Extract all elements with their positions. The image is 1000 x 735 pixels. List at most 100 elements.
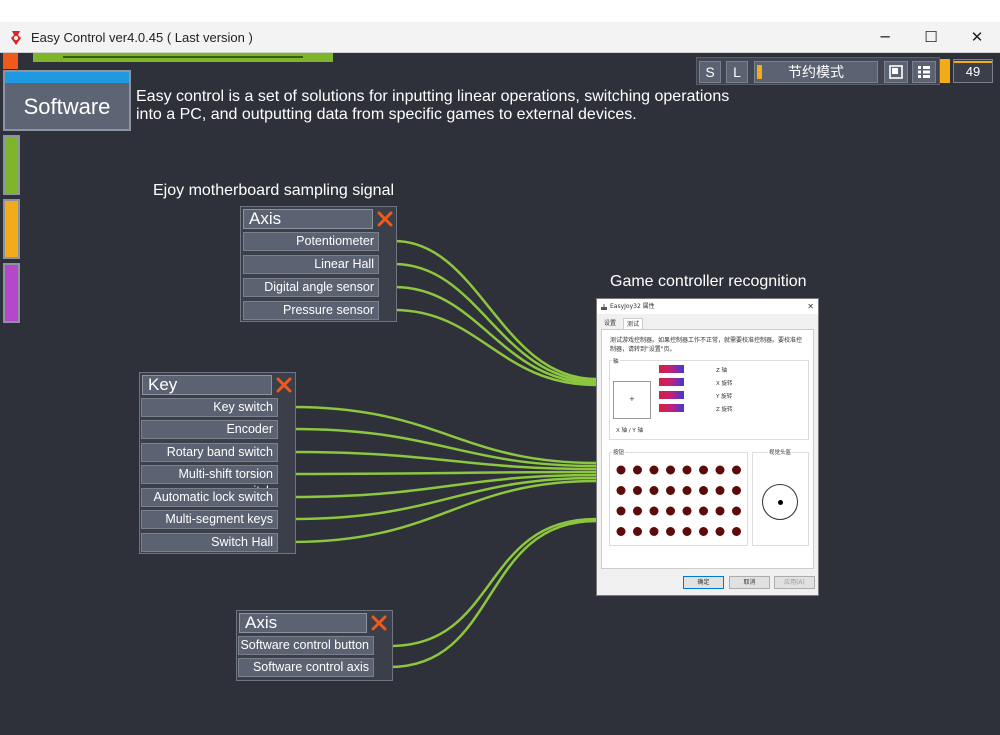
axis-row-software-axis[interactable]: Software control axis [238,658,374,677]
app-logo-icon [11,31,21,45]
button-indicator [732,486,741,495]
minimize-button[interactable]: ─ [880,28,890,46]
app-description: Easy control is a set of solutions for i… [136,88,730,123]
button-indicator [649,527,659,536]
button-indicator [715,486,725,495]
key-row-key-switch[interactable]: Key switch [141,398,278,417]
button-indicator [649,486,659,495]
wire-digital-angle [392,285,598,385]
z-axis-label: Z 轴 [716,368,728,374]
key-row-switch-hall[interactable]: Switch Hall [141,533,278,552]
wire-auto-lock [290,473,598,499]
game-section-title: Game controller recognition [610,273,807,290]
close-window-button[interactable]: ✕ [970,28,984,46]
window-titlebar: Easy Control ver4.0.45 ( Last version ) … [0,22,1000,53]
key-row-auto-lock[interactable]: Automatic lock switch [141,488,278,507]
button-indicator [633,486,642,495]
software-button-cap [5,72,129,83]
cancel-button[interactable]: 取消 [729,576,770,589]
apply-button[interactable]: 应用(A) [774,576,815,589]
z-rotation-bar [659,404,684,412]
sidebar-tab-purple[interactable] [3,263,20,323]
x-rotation-label: X 旋转 [716,381,733,387]
key-row-encoder[interactable]: Encoder [141,420,278,439]
button-indicator [682,465,692,475]
axis-row-digital-angle[interactable]: Digital angle sensor [243,278,379,297]
maximize-button[interactable]: ☐ [924,28,938,46]
button-indicator [616,506,626,516]
button-indicators [616,465,741,536]
button-indicator [699,465,708,475]
axis-node-header[interactable]: Axis [239,613,367,633]
button-indicator [666,486,675,495]
button-indicator [715,506,725,516]
dialog-titlebar: EasyJoy32 属性 ✕ [597,299,818,314]
xy-axis-label: X 轴 / Y 轴 [616,428,643,434]
buttons-group [609,452,748,546]
list-icon [918,66,930,78]
sidebar-tab-green[interactable] [3,135,20,195]
wire-key-switch [290,405,598,465]
ok-button[interactable]: 确定 [683,576,724,589]
y-rotation-bar [659,391,684,399]
axis-row-potentiometer[interactable]: Potentiometer [243,232,379,251]
button-indicator [682,506,692,516]
button-indicator [616,527,626,536]
key-row-multi-segment[interactable]: Multi-segment keys [141,510,278,529]
l-button[interactable]: L [726,61,748,83]
tab-settings[interactable]: 设置 [604,320,617,327]
close-icon[interactable] [376,210,394,228]
buttons-group-label: 按钮 [612,448,626,456]
button-indicator [649,506,659,516]
button-indicator [699,506,708,516]
wire-switch-hall [290,479,598,544]
wire-encoder [290,427,598,468]
key-row-rotary-band[interactable]: Rotary band switch [141,443,278,462]
wire-potentiometer [392,239,598,381]
dialog-close-icon[interactable]: ✕ [807,302,814,311]
axis-row-linear-hall[interactable]: Linear Hall [243,255,379,274]
button-indicator [616,465,626,475]
dialog-body: 测试游戏控制器。如果控制器工作不正常，就需要校准控制器。要校准控制器，请转到"设… [601,329,814,569]
list-view-button[interactable] [912,61,936,83]
s-button[interactable]: S [699,61,721,83]
counter-display: 49 [953,59,993,83]
progress-bar [33,53,333,62]
close-icon[interactable] [370,614,388,632]
axis-node-sampling[interactable]: Axis Potentiometer Linear Hall Digital a… [240,206,397,322]
mode-button[interactable]: 节约模式 [754,61,878,83]
button-indicator [715,465,725,475]
wire-software-button [388,517,598,648]
software-button[interactable]: Software [3,70,131,131]
game-controller-dialog[interactable]: EasyJoy32 属性 ✕ 设置 测试 测试游戏控制器。如果控制器工作不正常，… [596,298,819,596]
axes-group-label: 轴 [612,357,620,365]
button-indicator [732,527,741,536]
button-indicator [732,465,741,475]
z-rotation-label: Z 旋转 [716,407,733,413]
key-row-multi-shift[interactable]: Multi-shift torsion switch [141,465,278,498]
button-indicator [732,506,741,516]
button-indicator [699,527,708,536]
wire-multi-shift [290,470,598,476]
key-node-header[interactable]: Key [142,375,272,395]
axis-row-pressure[interactable]: Pressure sensor [243,301,379,320]
tab-test[interactable]: 测试 [623,318,644,329]
wire-linear-hall [392,262,598,383]
wire-rotary-band [290,450,598,471]
close-icon[interactable] [275,376,293,394]
button-indicator [699,486,708,495]
axis-row-software-button[interactable]: Software control button [238,636,374,655]
software-button-label: Software [23,94,111,119]
single-view-button[interactable] [884,61,908,83]
joystick-icon [601,304,607,310]
counter-value: 49 [965,64,981,79]
axis-node-software[interactable]: Axis Software control button Software co… [236,610,393,681]
z-axis-bar [659,365,684,373]
x-rotation-bar [659,378,684,386]
key-node[interactable]: Key Key switch Encoder Rotary band switc… [139,372,296,554]
button-indicator [666,527,675,536]
mode-indicator [757,65,762,79]
sidebar-tab-yellow[interactable] [3,199,20,259]
window-view-icon [889,65,903,79]
axis-node-header[interactable]: Axis [243,209,373,229]
